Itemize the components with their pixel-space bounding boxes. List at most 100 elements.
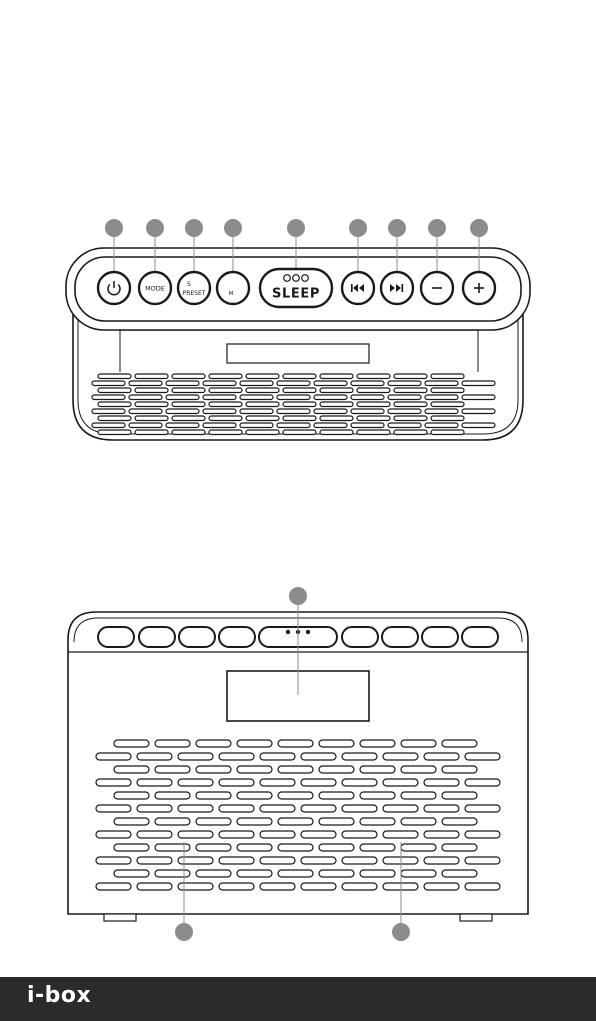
grille-slot [314, 423, 347, 428]
grille-slot [172, 374, 205, 379]
front-preset-button[interactable] [179, 627, 215, 647]
volume-up-button[interactable] [463, 272, 495, 304]
previous-button[interactable] [342, 272, 374, 304]
grille-slot [209, 416, 242, 421]
front-power-button[interactable] [98, 627, 134, 647]
grille-slot [98, 416, 131, 421]
grille-slot [431, 416, 464, 421]
grille-slot [260, 753, 295, 760]
preset-button-label-line1: S [187, 281, 191, 288]
memory-button-label: M [229, 291, 234, 297]
grille-slot [462, 381, 495, 386]
grille-slot [360, 792, 395, 799]
preset-button-label-line2: PRESET [183, 290, 206, 297]
grille-slot [342, 753, 377, 760]
sleep-button-label: SLEEP [272, 287, 320, 302]
grille-slot [425, 423, 458, 428]
grille-slot [278, 870, 313, 877]
grille-slot [114, 766, 149, 773]
preset-button[interactable]: S PRESET [178, 272, 210, 304]
front-previous-button[interactable] [342, 627, 378, 647]
grille-slot [277, 409, 310, 414]
mode-button[interactable]: MODE [139, 272, 171, 304]
grille-slot [98, 374, 131, 379]
grille-slot [383, 831, 418, 838]
grille-slot [246, 416, 279, 421]
callout-marker [287, 219, 305, 237]
grille-slot [401, 870, 436, 877]
grille-slot [129, 423, 162, 428]
grille-slot [360, 740, 395, 747]
grille-slot [394, 430, 427, 435]
grille-slot [320, 430, 353, 435]
grille-slot [92, 395, 125, 400]
grille-slot [172, 402, 205, 407]
grille-slot [196, 818, 231, 825]
next-button[interactable] [381, 272, 413, 304]
grille-slot [246, 374, 279, 379]
front-memory-button[interactable] [219, 627, 255, 647]
grille-slot [465, 883, 500, 890]
grille-slot [246, 430, 279, 435]
grille-slot [424, 831, 459, 838]
grille-slot [283, 430, 316, 435]
grille-slot [431, 374, 464, 379]
grille-slot [301, 857, 336, 864]
callout-marker [428, 219, 446, 237]
grille-slot [351, 381, 384, 386]
grille-slot [465, 805, 500, 812]
grille-slot [98, 430, 131, 435]
sleep-button[interactable]: SLEEP [260, 269, 332, 307]
front-volume-up-button[interactable] [462, 627, 498, 647]
callout-marker [185, 219, 203, 237]
grille-slot [278, 766, 313, 773]
grille-slot [172, 388, 205, 393]
grille-slot [137, 753, 172, 760]
grille-slot [155, 766, 190, 773]
grille-slot [240, 381, 273, 386]
grille-slot [320, 388, 353, 393]
memory-button[interactable]: M [217, 272, 249, 304]
grille-slot [388, 409, 421, 414]
grille-slot [240, 395, 273, 400]
grille-slot [135, 374, 168, 379]
grille-slot [137, 805, 172, 812]
grille-slot [219, 857, 254, 864]
grille-slot [129, 409, 162, 414]
grille-slot [360, 844, 395, 851]
grille-slot [219, 883, 254, 890]
power-button[interactable] [98, 272, 130, 304]
grille-slot [383, 805, 418, 812]
grille-slot [424, 753, 459, 760]
grille-slot [278, 844, 313, 851]
speaker-diagram: MODE S PRESET M SLEEP [0, 0, 596, 977]
grille-slot [278, 792, 313, 799]
grille-slot [301, 831, 336, 838]
grille-slot [92, 409, 125, 414]
front-volume-down-button[interactable] [422, 627, 458, 647]
grille-slot [219, 831, 254, 838]
grille-slot [283, 402, 316, 407]
grille-slot [155, 844, 190, 851]
grille-slot [342, 805, 377, 812]
grille-slot [342, 883, 377, 890]
grille-slot [178, 779, 213, 786]
grille-slot [219, 753, 254, 760]
grille-slot [431, 388, 464, 393]
front-mode-button[interactable] [139, 627, 175, 647]
grille-slot [240, 409, 273, 414]
grille-slot [431, 430, 464, 435]
grille-slot [203, 423, 236, 428]
volume-down-button[interactable] [421, 272, 453, 304]
left-foot [104, 914, 136, 921]
front-next-button[interactable] [382, 627, 418, 647]
grille-slot [114, 818, 149, 825]
grille-slot [246, 402, 279, 407]
callout-marker [289, 587, 307, 605]
grille-slot [351, 423, 384, 428]
right-foot [460, 914, 492, 921]
grille-slot [360, 818, 395, 825]
grille-slot [260, 883, 295, 890]
grille-slot [424, 805, 459, 812]
